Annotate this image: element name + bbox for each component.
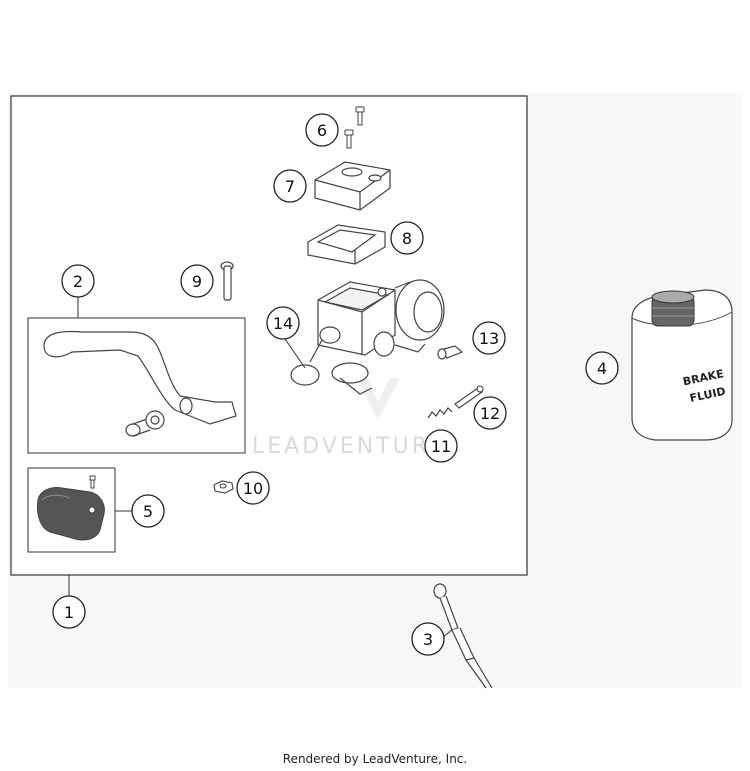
callouts: 1 2 3 4 5 6 7 8 [52, 113, 619, 656]
callout-14: 14 [266, 306, 300, 340]
callout-2: 2 [61, 264, 95, 298]
callout-6-text: 6 [317, 121, 327, 140]
callout-14-text: 14 [273, 314, 293, 333]
watermark-text: LEADVENTURE [252, 434, 447, 459]
callout-5: 5 [131, 494, 165, 528]
part-spring [427, 407, 453, 419]
callout-12: 12 [473, 396, 507, 430]
part-cover [37, 475, 105, 541]
callout-9: 9 [180, 264, 214, 298]
part-bolt-13 [437, 345, 464, 360]
callout-4-text: 4 [597, 359, 607, 378]
callout-8: 8 [390, 221, 424, 255]
leader-lines [68, 297, 453, 638]
part-nut [213, 480, 234, 494]
callout-11: 11 [424, 429, 458, 463]
callout-8-text: 8 [402, 229, 412, 248]
callout-10: 10 [236, 471, 270, 505]
part-brake-hose [433, 583, 493, 689]
part-master-cylinder [290, 279, 445, 395]
callout-6: 6 [305, 113, 339, 147]
callout-3: 3 [411, 622, 445, 656]
part-lever [43, 330, 237, 437]
callout-5-text: 5 [143, 502, 153, 521]
part-bolt [220, 261, 234, 301]
footer-credit: Rendered by LeadVenture, Inc. [282, 752, 468, 766]
callout-9-text: 9 [192, 272, 202, 291]
part-screws [344, 106, 365, 149]
callout-7: 7 [273, 169, 307, 203]
callout-7-text: 7 [285, 177, 295, 196]
callout-1-text: 1 [64, 603, 74, 622]
callout-4: 4 [585, 351, 619, 385]
callout-1: 1 [52, 595, 86, 629]
callout-10-text: 10 [243, 479, 263, 498]
callout-12-text: 12 [480, 404, 500, 423]
watermark-logo [357, 378, 400, 420]
callout-11-text: 11 [431, 437, 451, 456]
callout-13-text: 13 [479, 329, 499, 348]
part-pin [454, 385, 484, 409]
callout-2-text: 2 [73, 272, 83, 291]
part-diaphragm [307, 224, 386, 265]
callout-13: 13 [472, 321, 506, 355]
part-brake-fluid-bottle: BRAKE FLUID [631, 289, 733, 441]
part-reservoir-cap [314, 161, 391, 211]
callout-3-text: 3 [423, 630, 433, 649]
